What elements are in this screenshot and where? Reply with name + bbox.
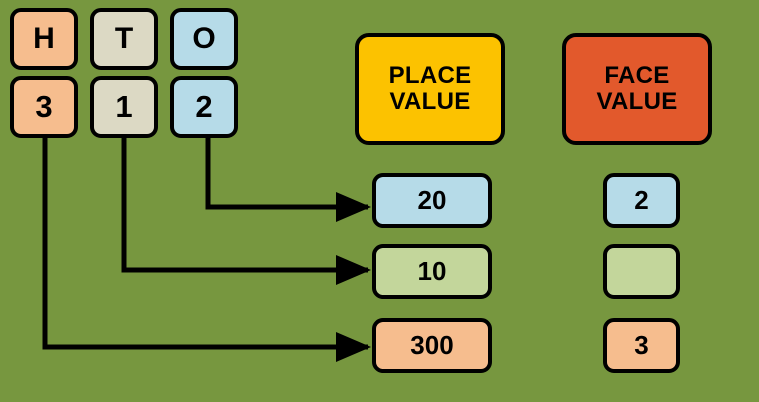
place-value-result-hundreds-label: 300 bbox=[410, 330, 454, 361]
column-header-tens: T bbox=[90, 8, 158, 70]
column-header-hundreds-label: H bbox=[33, 21, 55, 55]
face-value-heading: FACE VALUE bbox=[562, 33, 712, 145]
place-value-heading: PLACE VALUE bbox=[355, 33, 505, 145]
connector-tens-to-ten bbox=[121, 138, 371, 285]
digit-tile-ones: 2 bbox=[170, 76, 238, 138]
place-value-result-ones-label: 20 bbox=[417, 185, 447, 216]
place-value-result-tens-label: 10 bbox=[417, 256, 447, 287]
place-value-heading-line1: PLACE bbox=[388, 62, 472, 90]
connector-hundreds-to-threehundred bbox=[42, 138, 371, 362]
column-header-tens-label: T bbox=[114, 21, 134, 55]
face-value-heading-line1: FACE bbox=[604, 62, 670, 90]
place-value-result-ones: 20 bbox=[372, 173, 492, 228]
connector-ones-to-twenty bbox=[205, 138, 371, 222]
digit-tile-tens: 1 bbox=[90, 76, 158, 138]
digit-tile-hundreds: 3 bbox=[10, 76, 78, 138]
digit-tens-label: 1 bbox=[115, 89, 133, 125]
column-header-ones-label: O bbox=[192, 21, 216, 55]
place-value-result-hundreds: 300 bbox=[372, 318, 492, 373]
face-value-result-tens-blank[interactable] bbox=[603, 244, 680, 299]
column-header-hundreds: H bbox=[10, 8, 78, 70]
column-header-ones: O bbox=[170, 8, 238, 70]
face-value-result-hundreds-label: 3 bbox=[634, 330, 649, 361]
digit-hundreds-label: 3 bbox=[35, 89, 53, 125]
place-value-heading-line2: VALUE bbox=[389, 88, 471, 115]
digit-ones-label: 2 bbox=[195, 89, 213, 125]
face-value-result-ones: 2 bbox=[603, 173, 680, 228]
face-value-heading-line2: VALUE bbox=[596, 88, 678, 115]
face-value-result-ones-label: 2 bbox=[634, 185, 649, 216]
face-value-result-hundreds: 3 bbox=[603, 318, 680, 373]
place-value-result-tens: 10 bbox=[372, 244, 492, 299]
